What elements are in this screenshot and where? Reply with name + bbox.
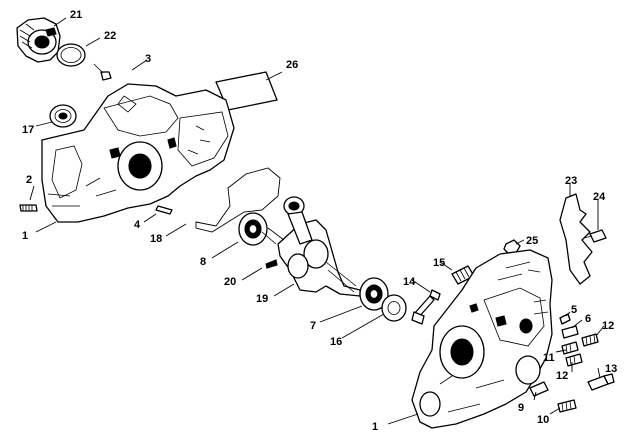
part-17-seal xyxy=(49,104,77,128)
part-12-stud-upper xyxy=(581,333,599,347)
callout-21: 21 xyxy=(70,9,82,21)
part-18-gasket xyxy=(195,167,281,233)
callout-17: 17 xyxy=(22,124,34,136)
part-7-bearing xyxy=(359,277,389,311)
callout-14: 14 xyxy=(403,276,416,288)
part-21-housing xyxy=(16,17,61,63)
callout-20: 20 xyxy=(224,276,236,288)
callout-10: 10 xyxy=(537,414,549,426)
callout-9: 9 xyxy=(518,402,524,414)
part-23-chain-catcher xyxy=(559,193,593,285)
callout-12-lower: 12 xyxy=(556,370,568,382)
callout-1-right: 1 xyxy=(372,421,378,433)
callout-2: 2 xyxy=(26,174,32,186)
callout-7: 7 xyxy=(310,320,316,332)
part-3-screw xyxy=(93,63,112,81)
part-1-crankcase-left xyxy=(41,83,235,223)
part-14-bolt xyxy=(411,289,441,325)
callout-12-upper: 12 xyxy=(602,320,614,332)
part-6-stud xyxy=(561,325,579,339)
callout-3: 3 xyxy=(145,53,151,65)
part-16-washer xyxy=(381,294,407,322)
part-11-stud xyxy=(561,341,579,355)
part-4-pin xyxy=(155,205,173,215)
part-9-screw xyxy=(529,381,549,397)
callout-5: 5 xyxy=(571,304,577,316)
callout-13: 13 xyxy=(605,363,617,375)
callout-23: 23 xyxy=(565,175,577,187)
callout-18: 18 xyxy=(150,233,162,245)
callout-15: 15 xyxy=(433,257,445,269)
part-1-crankcase-right xyxy=(411,249,553,429)
callout-1-left: 1 xyxy=(22,230,28,242)
part-19-crankshaft xyxy=(261,196,361,297)
part-10-stud xyxy=(557,399,577,413)
callout-8: 8 xyxy=(200,256,206,268)
part-2-stud xyxy=(19,204,38,212)
callout-19: 19 xyxy=(256,293,268,305)
callout-25: 25 xyxy=(526,235,538,247)
callout-24: 24 xyxy=(593,191,606,203)
part-24-screw xyxy=(583,229,607,243)
callout-26: 26 xyxy=(286,59,298,71)
callout-16: 16 xyxy=(330,336,342,348)
callout-labels: 21 22 3 26 17 2 1 4 18 8 20 19 7 16 14 1… xyxy=(22,9,617,433)
callout-6: 6 xyxy=(585,313,591,325)
part-20-key xyxy=(265,259,278,269)
callout-11: 11 xyxy=(543,352,555,364)
part-12-stud-lower xyxy=(565,353,583,367)
leader-lines xyxy=(29,17,605,425)
part-13-bolt xyxy=(587,373,615,391)
part-8-bearing xyxy=(238,212,268,246)
callout-4: 4 xyxy=(134,219,141,231)
part-5-pin xyxy=(559,313,571,325)
callout-22: 22 xyxy=(104,30,116,42)
